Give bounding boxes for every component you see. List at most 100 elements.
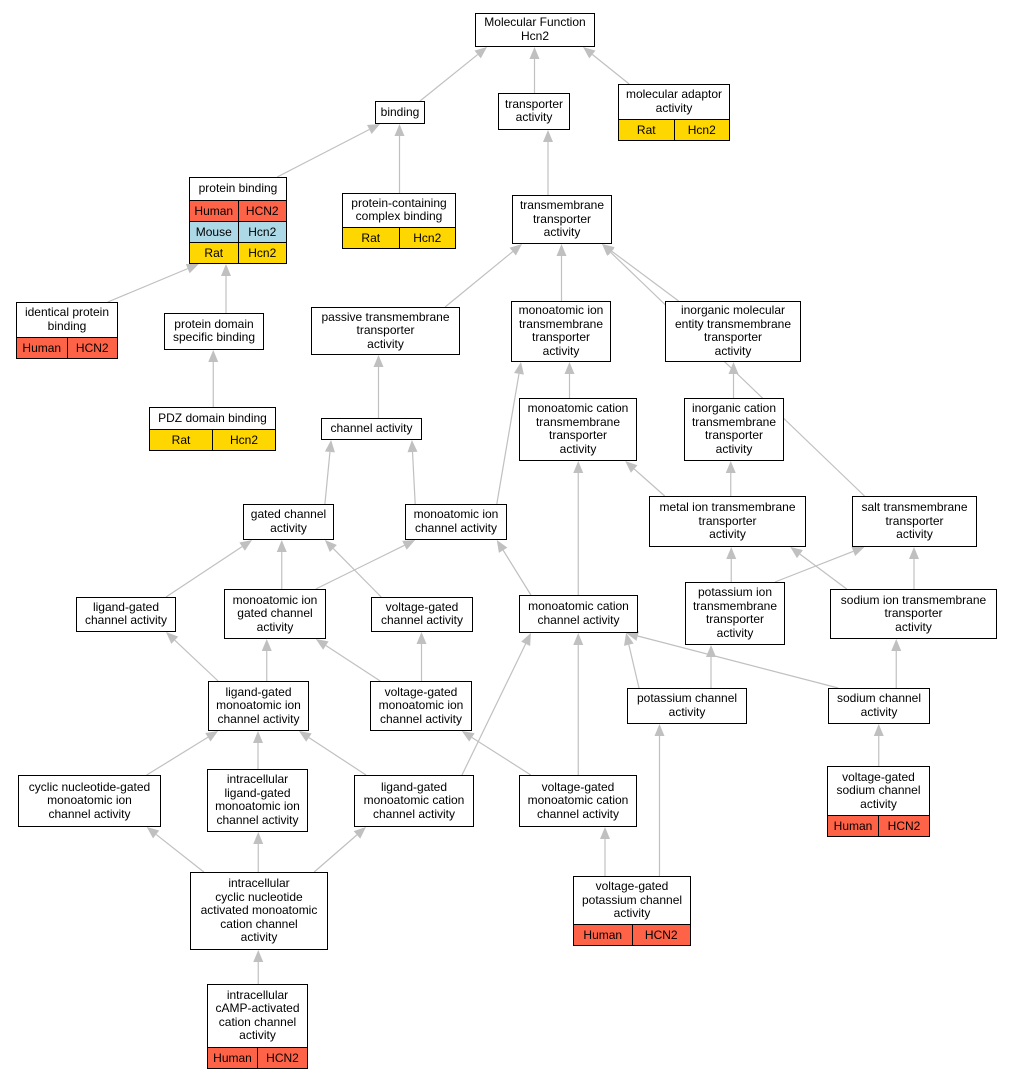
- node-potion_tm[interactable]: potassium ion transmembrane transporter …: [685, 582, 785, 645]
- node-label: binding: [380, 104, 420, 119]
- edge-monocat_ch-to-monoion_ch: [502, 549, 532, 596]
- edge-arrowhead-icon: [891, 639, 902, 651]
- node-label: sodium ion transmembrane transporter act…: [840, 592, 987, 634]
- edge-lg_monocat-to-monocat_ch: [461, 643, 527, 776]
- edge-arrowhead-icon: [253, 832, 264, 844]
- node-sodion_tm[interactable]: sodium ion transmembrane transporter act…: [830, 589, 997, 639]
- edge-arrowhead-icon: [556, 244, 567, 256]
- annotation-species: Rat: [636, 122, 656, 137]
- edge-arrowhead-icon: [623, 633, 634, 646]
- annotation-gene: Hcn2: [212, 429, 275, 450]
- node-intra_lg[interactable]: intracellular ligand-gated monoatomic io…: [207, 769, 308, 832]
- edge-vg_monoion-to-monoion_gated: [325, 645, 381, 682]
- node-potch[interactable]: potassium channel activity: [627, 688, 747, 724]
- edge-arrowhead-icon: [474, 47, 487, 59]
- edge-arrowhead-icon: [728, 362, 739, 374]
- node-label: monoatomic cation transmembrane transpor…: [527, 401, 629, 456]
- node-mf[interactable]: Molecular Function Hcn2: [475, 13, 595, 47]
- node-monocat_tm[interactable]: monoatomic cation transmembrane transpor…: [519, 398, 637, 461]
- node-label: molecular adaptor activity: [625, 87, 723, 115]
- edge-arrowhead-icon: [706, 645, 716, 657]
- edge-arrowhead-icon: [315, 639, 329, 650]
- node-passive[interactable]: passive transmembrane transporter activi…: [311, 307, 460, 355]
- edge-arrowhead-icon: [324, 540, 337, 553]
- node-label: potassium ion transmembrane transporter …: [692, 585, 778, 640]
- edge-arrowhead-icon: [253, 950, 264, 962]
- node-label: ligand-gated monoatomic cation channel a…: [363, 779, 465, 821]
- node-vg_monocat[interactable]: voltage-gated monoatomic cation channel …: [519, 775, 637, 827]
- node-vg_monoion[interactable]: voltage-gated monoatomic ion channel act…: [370, 681, 472, 731]
- node-label: metal ion transmembrane transporter acti…: [659, 500, 796, 542]
- node-vg_pot[interactable]: voltage-gated potassium channel activity…: [573, 876, 691, 946]
- node-label: transmembrane transporter activity: [519, 198, 605, 240]
- node-label: voltage-gated monoatomic cation channel …: [527, 779, 629, 821]
- edge-arrowhead-icon: [654, 724, 665, 736]
- node-salt[interactable]: salt transmembrane transporter activity: [852, 496, 977, 547]
- node-binding[interactable]: binding: [375, 101, 425, 124]
- edge-adaptor-to-mf: [591, 54, 630, 85]
- node-monocat_ch[interactable]: monoatomic cation channel activity: [519, 595, 638, 633]
- node-sodch[interactable]: sodium channel activity: [828, 688, 930, 724]
- node-intra_cn[interactable]: intracellular cyclic nucleotide activate…: [190, 872, 328, 950]
- annotation-gene: HCN2: [257, 1047, 307, 1068]
- node-label: intracellular cAMP-activated cation chan…: [215, 987, 300, 1043]
- edge-sodch-to-monocat_ch: [637, 635, 839, 689]
- node-tmtrans[interactable]: transmembrane transporter activity: [512, 195, 612, 244]
- node-inorgcat[interactable]: inorganic cation transmembrane transport…: [684, 398, 784, 461]
- annotation-species: Human: [583, 927, 623, 942]
- node-label: protein binding: [198, 181, 278, 196]
- node-label: ligand-gated monoatomic ion channel acti…: [216, 684, 301, 726]
- edge-sodion_tm-to-metalion: [799, 553, 848, 590]
- node-ligandgated[interactable]: ligand-gated channel activity: [76, 597, 176, 632]
- node-label: intracellular cyclic nucleotide activate…: [200, 876, 318, 945]
- edge-voltgated-to-gated: [332, 548, 382, 598]
- node-cyclic[interactable]: cyclic nucleotide-gated monoatomic ion c…: [18, 775, 161, 827]
- edge-arrowhead-icon: [416, 632, 427, 644]
- node-domain[interactable]: protein domain specific binding: [164, 313, 264, 350]
- edge-arrowhead-icon: [726, 547, 737, 559]
- node-label: inorganic cation transmembrane transport…: [691, 401, 777, 456]
- edge-arrowhead-icon: [407, 440, 418, 453]
- node-label: PDZ domain binding: [158, 410, 267, 425]
- node-label: voltage-gated monoatomic ion channel act…: [378, 684, 464, 726]
- node-metalion[interactable]: metal ion transmembrane transporter acti…: [649, 496, 806, 547]
- node-monoion_tm[interactable]: monoatomic ion transmembrane transporter…: [511, 301, 611, 362]
- edge-arrowhead-icon: [353, 827, 366, 839]
- annotation-species: Human: [22, 340, 62, 355]
- node-label: salt transmembrane transporter activity: [861, 500, 968, 542]
- node-label: monoatomic ion transmembrane transporter…: [518, 303, 604, 358]
- node-channel[interactable]: channel activity: [321, 418, 422, 440]
- edge-arrowhead-icon: [909, 547, 919, 559]
- annotation-species: Human: [213, 1050, 252, 1065]
- node-monoion_ch[interactable]: monoatomic ion channel activity: [405, 504, 507, 540]
- node-inorgmol[interactable]: inorganic molecular entity transmembrane…: [665, 301, 801, 362]
- node-camp[interactable]: intracellular cAMP-activated cation chan…: [207, 984, 308, 1069]
- edge-identical-to-protbind: [107, 268, 188, 303]
- node-voltgated[interactable]: voltage-gated channel activity: [371, 597, 473, 632]
- node-transporter[interactable]: transporter activity: [498, 93, 570, 130]
- edge-arrowhead-icon: [166, 632, 179, 644]
- node-lg_monoion[interactable]: ligand-gated monoatomic ion channel acti…: [208, 681, 309, 731]
- node-label: cyclic nucleotide-gated monoatomic ion c…: [28, 779, 151, 821]
- node-monoion_gated[interactable]: monoatomic ion gated channel activity: [224, 589, 326, 639]
- node-label: identical protein binding: [24, 305, 110, 333]
- edge-arrowhead-icon: [625, 461, 638, 473]
- edge-arrowhead-icon: [208, 350, 219, 362]
- node-gated[interactable]: gated channel activity: [243, 504, 334, 540]
- edge-binding-to-mf: [419, 54, 479, 102]
- node-lg_monocat[interactable]: ligand-gated monoatomic cation channel a…: [354, 775, 474, 827]
- edge-potion_tm-to-salt: [774, 550, 854, 583]
- edge-arrowhead-icon: [496, 540, 508, 553]
- node-label: transporter activity: [504, 96, 564, 125]
